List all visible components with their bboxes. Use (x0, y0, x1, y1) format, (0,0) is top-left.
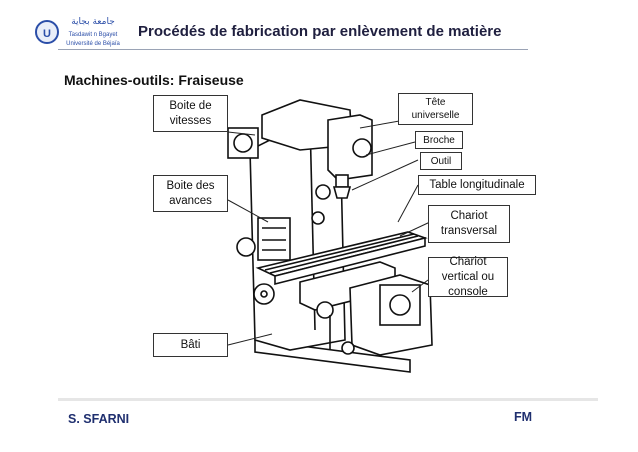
label-outil: Outil (420, 152, 462, 170)
header-divider (58, 49, 528, 50)
footer-initials: FM (514, 410, 533, 424)
footer-divider (58, 398, 598, 401)
svg-text:جامعة بجاية: جامعة بجاية (71, 17, 115, 27)
svg-text:U: U (43, 28, 51, 40)
svg-text:Tasdawit n Bgayet: Tasdawit n Bgayet (69, 32, 118, 38)
label-boite-des-avances: Boite des avances (153, 175, 228, 212)
footer-author: S. SFARNI (68, 412, 130, 426)
section-title: Machines-outils: Fraiseuse (64, 72, 244, 88)
label-broche: Broche (415, 131, 463, 149)
label-table-longitudinale: Table longitudinale (418, 175, 536, 195)
label-bati: Bâti (153, 333, 228, 357)
svg-text:Université de Béjaïa: Université de Béjaïa (66, 41, 120, 47)
university-logo: U جامعة بجاية Tasdawit n Bgayet Universi… (35, 12, 125, 52)
page-title: Procédés de fabrication par enlèvement d… (138, 23, 502, 40)
label-tete-universelle: Tête universelle (398, 93, 473, 125)
label-chariot-transversal: Chariot transversal (428, 205, 510, 243)
label-boite-de-vitesses: Boite de vitesses (153, 95, 228, 132)
label-chariot-vertical: Chariot vertical ou console (428, 256, 508, 298)
